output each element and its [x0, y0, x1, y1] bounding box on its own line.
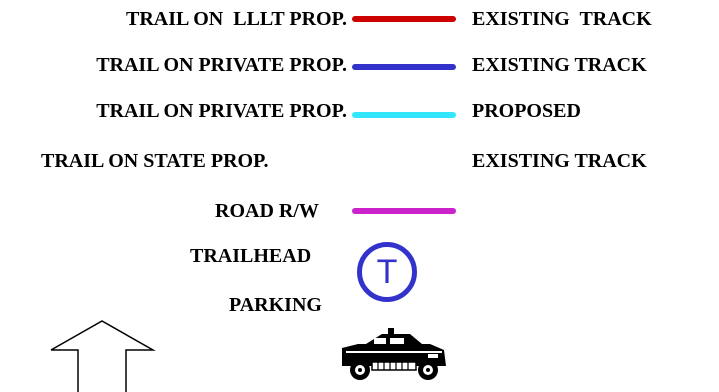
legend-row-4-line [352, 158, 456, 164]
legend-row-4-label: TRAIL ON STATE PROP. [41, 150, 269, 172]
legend-row-3-label: TRAIL ON PRIVATE PROP. [96, 100, 347, 122]
trailhead-symbol: T [376, 253, 398, 291]
legend-row-3-line [352, 112, 456, 118]
north-arrow-icon [50, 320, 156, 392]
legend-row-1-status: EXISTING TRACK [472, 8, 652, 30]
legend-row-2-label: TRAIL ON PRIVATE PROP. [96, 54, 347, 76]
trailhead-label: TRAILHEAD [190, 245, 312, 267]
legend-row-2-line [352, 64, 456, 70]
legend-row-3-status: PROPOSED [472, 100, 581, 122]
car-icon [342, 328, 446, 380]
legend-row-2-status: EXISTING TRACK [472, 54, 647, 76]
road-line [352, 208, 456, 214]
legend-row-4-status: EXISTING TRACK [472, 150, 647, 172]
legend-row-1-label: TRAIL ON LLLT PROP. [125, 8, 347, 30]
trailhead-t-icon: T [357, 242, 417, 302]
road-label: ROAD R/W [215, 200, 319, 222]
parking-label: PARKING [229, 294, 322, 316]
legend-row-1-line [352, 16, 456, 22]
